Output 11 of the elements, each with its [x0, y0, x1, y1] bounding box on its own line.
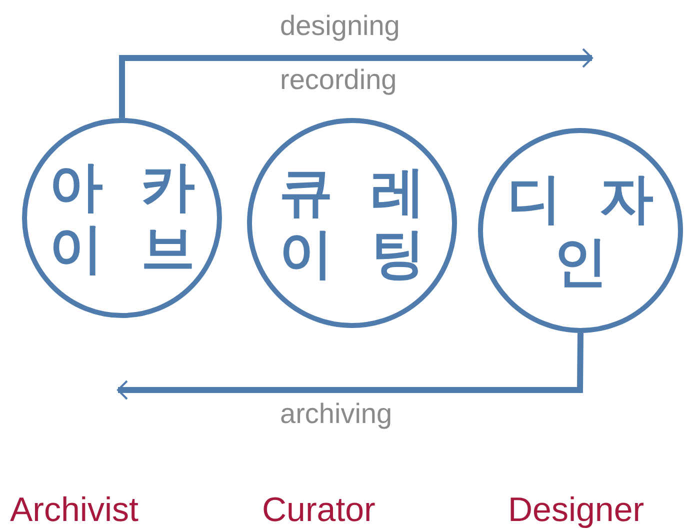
edge-label: designing	[280, 12, 400, 40]
role-label: Archivist	[10, 493, 138, 527]
role-label: Designer	[508, 493, 644, 527]
text-label: recording	[280, 66, 397, 94]
edge-label: archiving	[280, 400, 392, 428]
role-label: Curator	[262, 493, 376, 527]
arrow	[117, 332, 584, 400]
node-text: 디 자 인	[506, 168, 654, 293]
node-text: 큐 레 이 팅	[278, 160, 426, 286]
arrow	[119, 48, 593, 118]
node-text: 아 카 이 브	[48, 156, 196, 280]
